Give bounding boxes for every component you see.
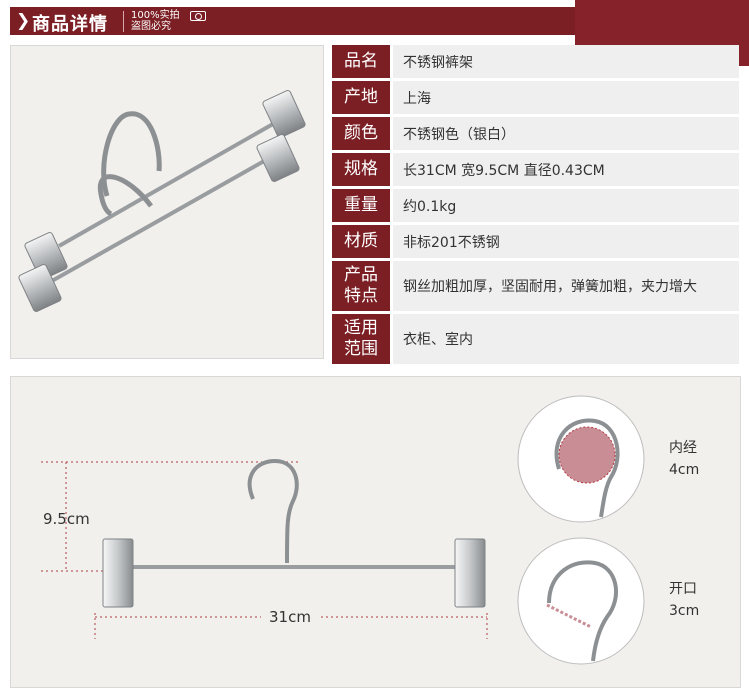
spec-label: 规格 [332,153,390,186]
header-divider [123,11,124,32]
header-subtitle-real-photo: 100%实拍 [131,10,180,21]
spec-label-text: 产品特点 [344,265,378,306]
spec-value: 衣柜、室内 [393,314,739,364]
opening-detail [517,537,645,665]
opening-value: 3cm [669,603,700,619]
hanger-hook [247,458,299,564]
spec-label: 材质 [332,225,390,258]
inner-diameter-title: 内经 [669,440,697,456]
spec-table: 品名 不锈钢裤架 产地 上海 颜色 不锈钢色（银白） 规格 长31CM 宽9.5… [332,45,739,367]
opening-highlight [546,603,592,629]
spec-value: 上海 [393,81,739,114]
camera-icon [190,11,206,21]
spec-value: 不锈钢裤架 [393,45,739,78]
dimension-diagram: 9.5cm 31cm 内经 4cm 开口 3cm [10,376,741,688]
back-hanger [24,90,306,280]
spec-label: 适用范围 [332,314,390,364]
spec-value: 长31CM 宽9.5CM 直径0.43CM [393,153,739,186]
spec-row-origin: 产地 上海 [332,81,739,114]
spec-value: 非标201不锈钢 [393,225,739,258]
right-clip [454,538,486,608]
dimension-drawing [41,395,645,665]
header-subtitle-copyright: 盗图必究 [131,21,171,32]
spec-row-material: 材质 非标201不锈钢 [332,225,739,258]
spec-label-text: 适用范围 [344,318,378,359]
spec-value: 钢丝加粗加厚，坚固耐用，弹簧加粗，夹力增大 [393,261,739,311]
length-label: 31cm [269,608,311,626]
spec-row-usage: 适用范围 衣柜、室内 [332,314,739,364]
left-clip [102,538,134,608]
chevron-right-icon: ❯ [16,11,31,31]
section-title: 商品详情 [32,14,108,35]
spec-label: 重量 [332,189,390,222]
product-photo [10,45,324,359]
opening-label: 开口 3cm [669,578,699,622]
opening-title: 开口 [669,581,697,597]
spec-label: 产地 [332,81,390,114]
hanger-pair-illustration [18,90,306,312]
spec-row-weight: 重量 约0.1kg [332,189,739,222]
inner-diameter-label: 内经 4cm [669,437,699,481]
spec-label: 颜色 [332,117,390,150]
spec-value: 不锈钢色（银白） [393,117,739,150]
spec-row-color: 颜色 不锈钢色（银白） [332,117,739,150]
spec-label: 品名 [332,45,390,78]
height-label: 9.5cm [43,510,90,528]
spec-row-features: 产品特点 钢丝加粗加厚，坚固耐用，弹簧加粗，夹力增大 [332,261,739,311]
inner-diameter-highlight [558,426,616,484]
inner-diameter-value: 4cm [669,462,700,478]
spec-label: 产品特点 [332,261,390,311]
detail-hook-top [554,418,620,518]
spec-row-name: 品名 不锈钢裤架 [332,45,739,78]
detail-hook-bottom [547,560,618,662]
spec-row-size: 规格 长31CM 宽9.5CM 直径0.43CM [332,153,739,186]
front-hanger [18,134,300,312]
spec-value: 约0.1kg [393,189,739,222]
